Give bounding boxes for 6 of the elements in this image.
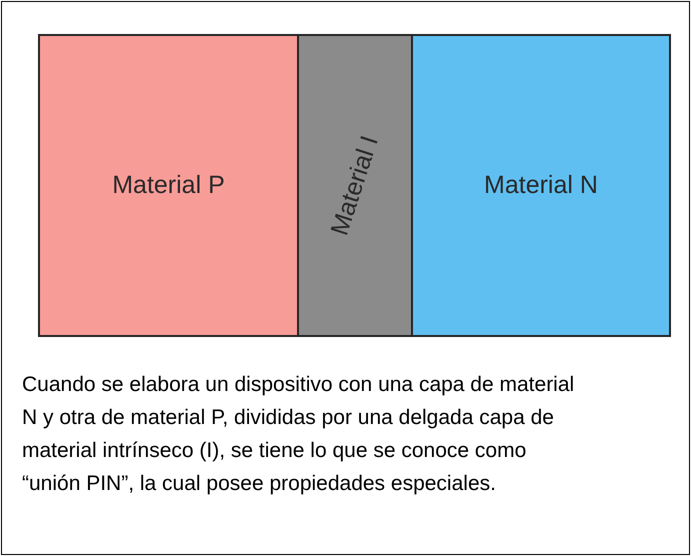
layer-box — [38, 34, 299, 337]
layer-label: Material N — [484, 170, 598, 201]
caption: Cuando se elabora un dispositivo con una capa de material N y otra de material P, divididas por una delgada capa de material intrínseco (I), se tiene lo que se conoce como “unión PIN”, la cual posee propiedades especiales. — [22, 372, 576, 497]
layer-label: Material P — [112, 170, 225, 201]
layer-box — [297, 34, 413, 337]
layer-box — [411, 34, 671, 337]
